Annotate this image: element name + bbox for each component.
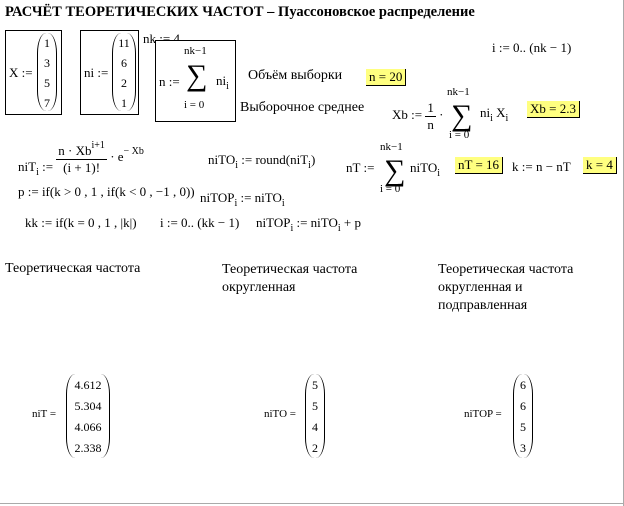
matrix-cell: 3 [520,441,526,455]
matrix-cell: 6 [520,399,526,413]
sigma-icon: ∑ [384,154,406,187]
page-break-line [0,503,623,504]
i-range-kk[interactable]: i := 0.. (kk − 1) [160,215,240,230]
nt-lhs[interactable]: nT := [346,160,375,175]
mean-label: Выборочное среднее [240,100,365,115]
matrix-cell: 6 [121,56,127,70]
matrix-cell: 4 [312,420,318,434]
xb-term: nii Xi [480,105,509,124]
sigma-icon: ∑ [186,59,208,92]
nito-result-matrix: 5 5 4 2 [305,374,325,458]
nt-sum-lower: i = 0 [380,183,401,195]
n-definition[interactable]: n := nk−1 ∑ i = 0 nii [155,40,236,122]
nito-definition[interactable]: niTOi := round(niTi) [208,152,316,171]
matrix-cell: 5.304 [74,399,102,413]
xb-sum-lower: i = 0 [449,129,470,141]
ni-definition[interactable]: ni := 11 6 2 1 [80,30,139,115]
volume-label: Объём выборки [248,68,343,83]
x-label: X := [9,65,33,80]
nit-result-label: niT = [32,408,57,420]
heading-adjusted: Теоретическая частота округленная и подп… [438,262,574,313]
sum-term: nii [216,73,229,92]
nito-result-label: niTO = [264,408,296,420]
ni-label: ni := [84,65,109,80]
n-lhs: n := [159,74,180,89]
matrix-cell: 4.612 [74,378,102,392]
x-matrix: 1 3 5 7 [37,33,57,111]
x-definition[interactable]: X := 1 3 5 7 [5,30,62,115]
worksheet-title: РАСЧЁТ ТЕОРЕТИЧЕСКИХ ЧАСТОТ – Пуассоновс… [5,4,475,20]
matrix-cell: 5 [312,378,318,392]
xb-result: Xb = 2.3 [527,101,580,118]
matrix-cell: 1 [121,96,127,110]
nit-result-matrix: 4.612 5.304 4.066 2.338 [66,374,110,458]
matrix-cell: 5 [520,420,526,434]
matrix-cell: 6 [520,378,526,392]
nitop-definition-1[interactable]: niTOPi := niTOi [200,190,285,209]
matrix-cell: 5 [44,76,50,90]
ni-matrix: 11 6 2 1 [112,33,136,111]
nitop-result-label: niTOP = [464,408,502,420]
matrix-cell: 7 [44,96,50,110]
matrix-cell: 3 [44,56,50,70]
p-definition[interactable]: p := if(k > 0 , 1 , if(k < 0 , −1 , 0)) [18,184,195,199]
sum-lower: i = 0 [184,99,205,111]
nit-fraction: n · Xbi+1(i + 1)! [56,140,107,175]
heading-rounded: Теоретическая частота округленная [222,262,358,295]
xb-lhs: Xb := [392,107,423,123]
matrix-cell: 5 [312,399,318,413]
nit-definition[interactable]: niTi := n · Xbi+1(i + 1)! · e− Xb [18,140,144,178]
matrix-cell: 1 [44,36,50,50]
heading-theoretical: Теоретическая частота [5,261,141,276]
k-definition[interactable]: k := n − nT [512,159,571,174]
nt-result: nT = 16 [455,157,504,174]
nt-sum-upper: nk−1 [380,141,403,153]
nitop-result-matrix: 6 6 5 3 [513,374,533,458]
k-result: k = 4 [583,157,617,174]
nt-term: niTOi [410,160,440,179]
matrix-cell: 4.066 [74,420,102,434]
n-result: n = 20 [366,69,407,86]
kk-definition[interactable]: kk := if(k = 0 , 1 , |k|) [25,215,137,230]
xb-sum-upper: nk−1 [447,86,470,98]
sum-upper: nk−1 [184,45,207,57]
sigma-icon: ∑ [451,99,473,132]
matrix-cell: 2 [312,441,318,455]
matrix-cell: 2.338 [74,441,102,455]
matrix-cell: 11 [118,36,130,50]
i-range[interactable]: i := 0.. (nk − 1) [492,40,572,55]
nitop-definition-2[interactable]: niTOPi := niTOi + p [256,215,361,234]
matrix-cell: 2 [121,76,127,90]
